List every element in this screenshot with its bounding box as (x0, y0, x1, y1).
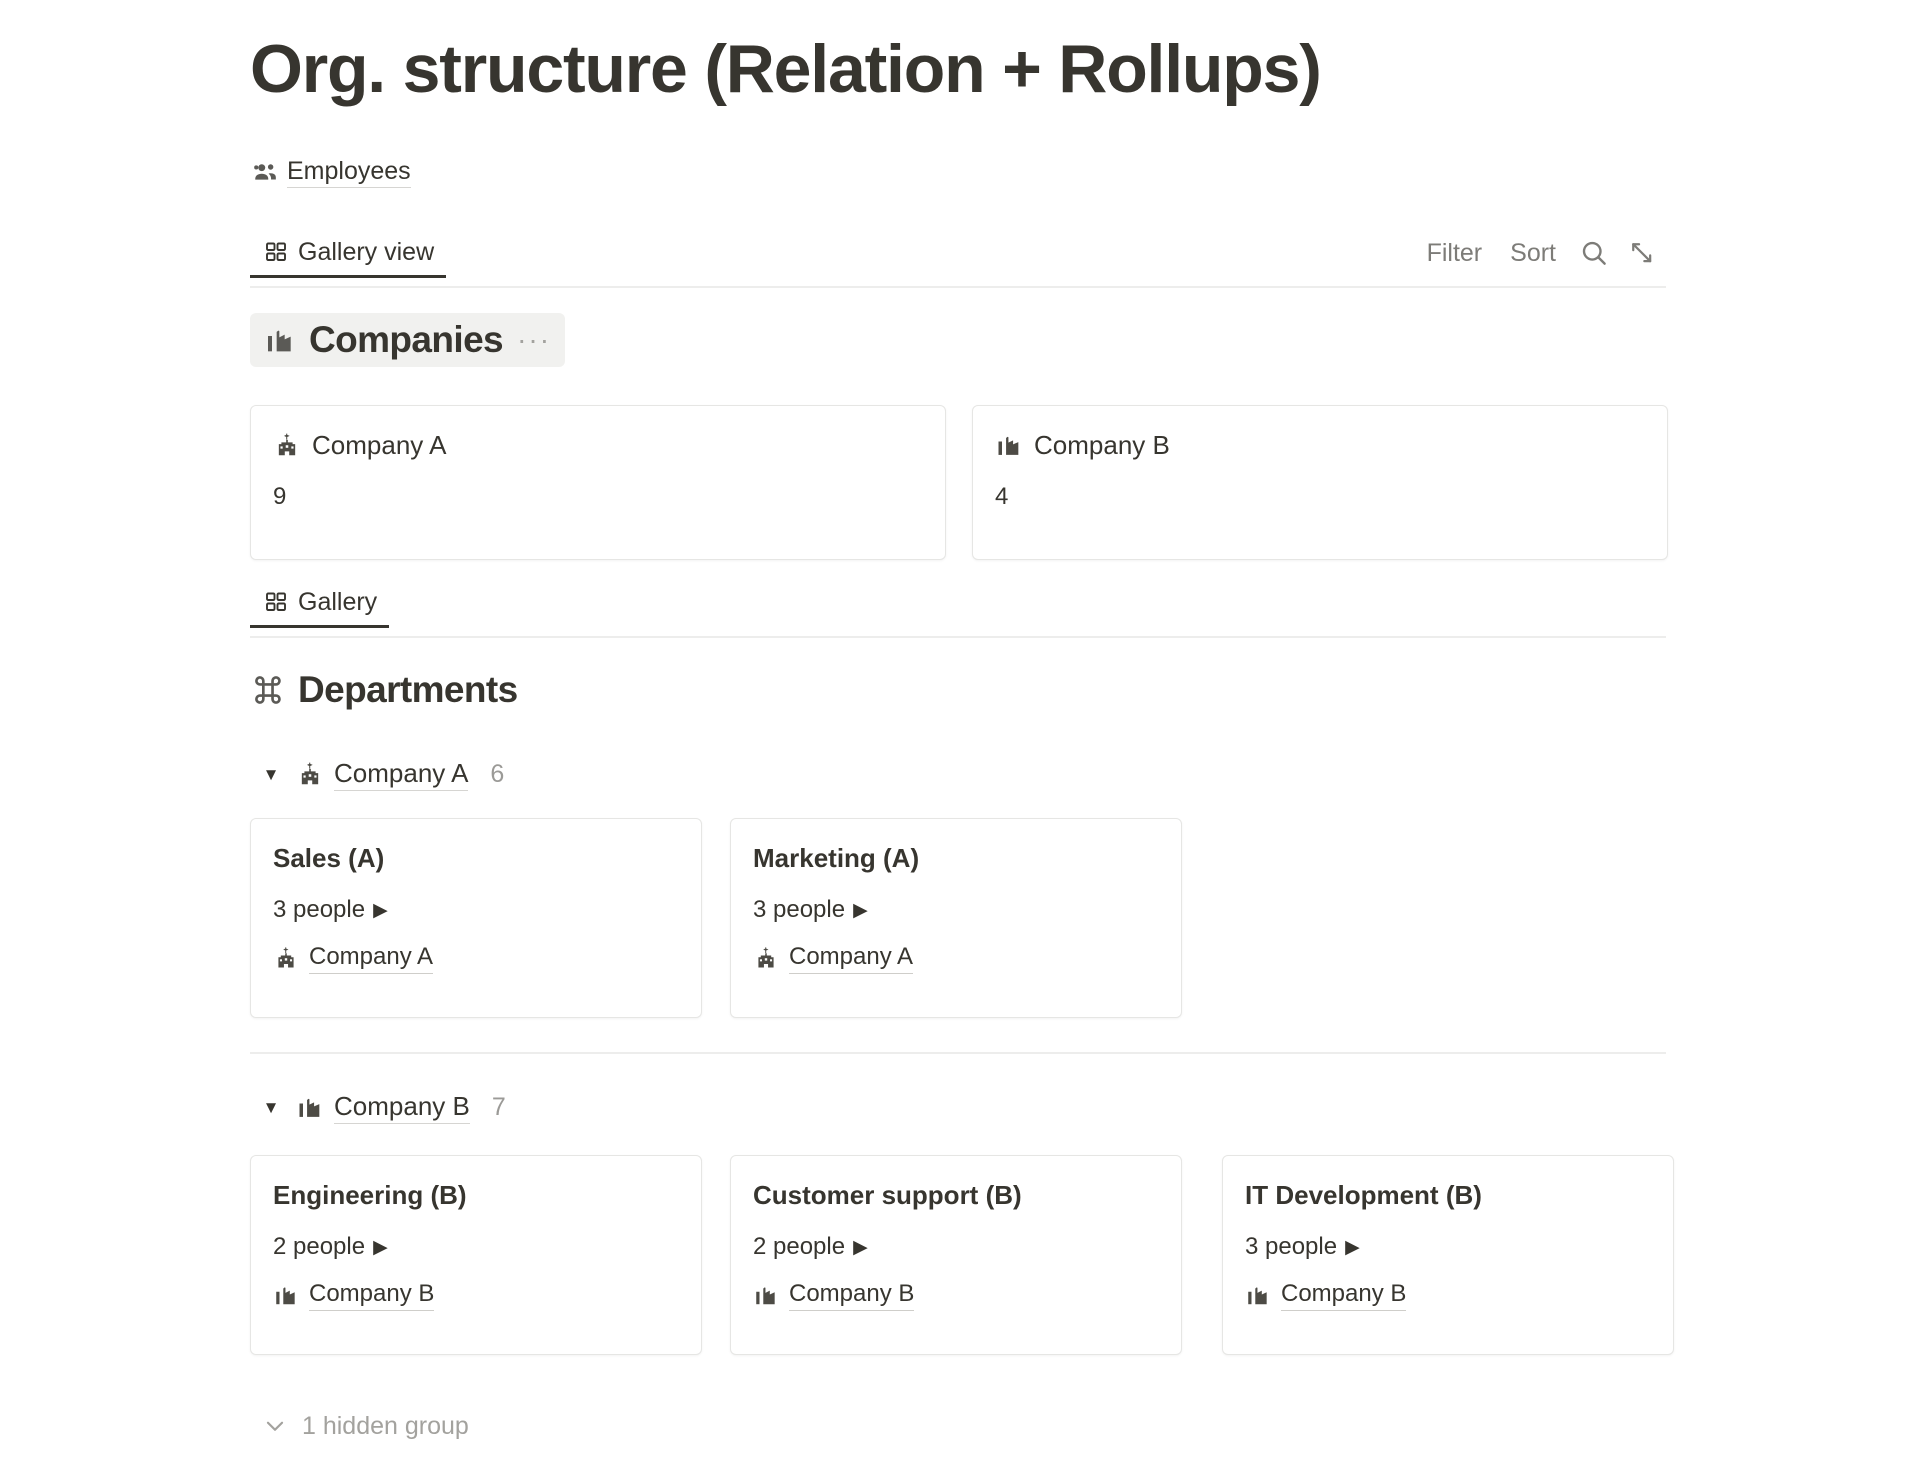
source-database-link[interactable]: Employees (252, 156, 411, 188)
department-card-relation[interactable]: Company B (273, 1279, 679, 1311)
people-group-icon (252, 159, 278, 185)
department-card-title-row: Sales (A) (273, 841, 679, 875)
company-card-title: Company B (1034, 430, 1170, 460)
company-card[interactable]: Company B 4 (972, 405, 1668, 560)
department-card-relation-label: Company B (1281, 1279, 1407, 1311)
source-database-label: Employees (287, 156, 411, 188)
castle-building-icon (273, 945, 299, 971)
cityscape-icon (753, 1282, 779, 1308)
department-card[interactable]: Engineering (B) 2 people ▶ Company B (250, 1155, 702, 1355)
department-card-relation-label: Company B (309, 1279, 435, 1311)
department-card-people-count: 2 people (273, 1233, 366, 1260)
castle-building-icon (273, 431, 301, 459)
company-card-title-row: Company A (273, 428, 923, 462)
company-card-value: 9 (273, 482, 923, 512)
department-card-people[interactable]: 3 people ▶ (273, 895, 679, 925)
department-card-title: IT Development (B) (1245, 1180, 1482, 1210)
department-card-title-row: Marketing (A) (753, 841, 1159, 875)
department-card[interactable]: Marketing (A) 3 people ▶ Company A (730, 818, 1182, 1018)
gallery-view-toolbar: Gallery (250, 578, 1666, 638)
company-card-value-text: 9 (273, 483, 287, 510)
expand-diagonal-icon[interactable] (1618, 233, 1666, 273)
tab-gallery-label: Gallery (298, 587, 378, 616)
gallery-grid-icon (264, 590, 288, 614)
group-count: 6 (490, 760, 505, 788)
department-card-relation[interactable]: Company B (1245, 1279, 1651, 1311)
department-card-relation[interactable]: Company A (753, 942, 1159, 974)
tab-gallery[interactable]: Gallery (250, 578, 390, 628)
departments-section-heading: Departments (252, 664, 518, 716)
department-card-people-count: 2 people (753, 1233, 846, 1260)
chevron-down-icon (262, 1413, 288, 1439)
department-card-relation-label: Company A (309, 942, 434, 974)
cityscape-icon (296, 1093, 324, 1121)
tab-gallery-view[interactable]: Gallery view (250, 228, 447, 278)
cityscape-icon (264, 324, 296, 356)
search-icon[interactable] (1570, 233, 1618, 273)
hidden-group-label: 1 hidden group (302, 1412, 469, 1440)
sort-button[interactable]: Sort (1510, 239, 1556, 267)
hidden-group-toggle[interactable]: 1 hidden group (262, 1408, 469, 1444)
companies-section-more-icon[interactable]: ··· (517, 324, 552, 355)
company-card-value: 4 (995, 482, 1645, 512)
caret-right-icon[interactable]: ▶ (373, 899, 388, 921)
castle-building-icon (296, 760, 324, 788)
caret-right-icon[interactable]: ▶ (853, 1236, 868, 1258)
department-card-people-count: 3 people (753, 896, 846, 923)
department-card[interactable]: Customer support (B) 2 people ▶ Company … (730, 1155, 1182, 1355)
command-loop-icon (252, 674, 284, 706)
department-card[interactable]: Sales (A) 3 people ▶ Company A (250, 818, 702, 1018)
caret-right-icon[interactable]: ▶ (373, 1236, 388, 1258)
group-header-company-b[interactable]: ▼ Company B 7 (258, 1088, 506, 1126)
group-count: 7 (491, 1093, 506, 1121)
department-card-title-row: IT Development (B) (1245, 1178, 1651, 1212)
company-card-value-text: 4 (995, 483, 1009, 510)
department-card-people-count: 3 people (273, 896, 366, 923)
department-card-people[interactable]: 3 people ▶ (753, 895, 1159, 925)
cityscape-icon (1245, 1282, 1271, 1308)
department-card-people[interactable]: 2 people ▶ (753, 1232, 1159, 1262)
department-card-relation-label: Company A (789, 942, 914, 974)
department-card-title: Sales (A) (273, 843, 385, 873)
departments-section-title: Departments (298, 669, 518, 710)
company-card-title: Company A (312, 430, 447, 460)
cityscape-icon (273, 1282, 299, 1308)
gallery-grid-icon (264, 240, 288, 264)
group-toggle-icon[interactable]: ▼ (262, 764, 280, 784)
department-card-title: Marketing (A) (753, 843, 920, 873)
company-card-title-row: Company B (995, 428, 1645, 462)
group-divider (250, 1052, 1666, 1054)
department-card-title-row: Engineering (B) (273, 1178, 679, 1212)
view-actions: Filter Sort (1413, 230, 1666, 276)
department-card[interactable]: IT Development (B) 3 people ▶ Company B (1222, 1155, 1674, 1355)
department-card-people[interactable]: 3 people ▶ (1245, 1232, 1651, 1262)
department-card-relation[interactable]: Company B (753, 1279, 1159, 1311)
filter-button[interactable]: Filter (1426, 239, 1483, 267)
companies-section-heading[interactable]: Companies ··· (250, 313, 566, 367)
department-card-title-row: Customer support (B) (753, 1178, 1159, 1212)
group-header-company-a[interactable]: ▼ Company A 6 (258, 755, 504, 793)
company-card[interactable]: Company A 9 (250, 405, 946, 560)
tab-gallery-view-label: Gallery view (298, 237, 435, 266)
page-title: Org. structure (Relation + Rollups) (250, 31, 1322, 107)
department-card-relation[interactable]: Company A (273, 942, 679, 974)
department-card-title: Engineering (B) (273, 1180, 467, 1210)
department-card-people[interactable]: 2 people ▶ (273, 1232, 679, 1262)
group-label: Company A (334, 757, 469, 791)
department-card-relation-label: Company B (789, 1279, 915, 1311)
companies-section-title: Companies (309, 319, 504, 360)
department-card-people-count: 3 people (1245, 1233, 1338, 1260)
group-label: Company B (334, 1090, 470, 1124)
department-card-title: Customer support (B) (753, 1180, 1022, 1210)
caret-right-icon[interactable]: ▶ (853, 899, 868, 921)
castle-building-icon (753, 945, 779, 971)
view-toolbar: Gallery view Filter Sort (250, 228, 1666, 288)
cityscape-icon (995, 431, 1023, 459)
caret-right-icon[interactable]: ▶ (1345, 1236, 1360, 1258)
group-toggle-icon[interactable]: ▼ (262, 1097, 280, 1117)
